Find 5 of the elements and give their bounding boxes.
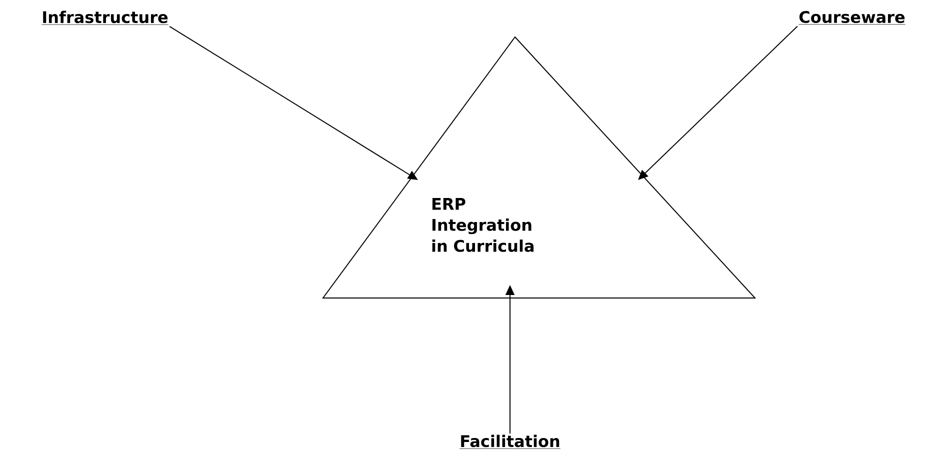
underlined-label: Infrastructure [41, 10, 169, 25]
node-text: ERP Integration in Curricula [432, 198, 534, 252]
underlined-label: Courseware [798, 10, 906, 25]
underlined-label: Facilitation [459, 434, 561, 449]
arrow [638, 26, 798, 180]
